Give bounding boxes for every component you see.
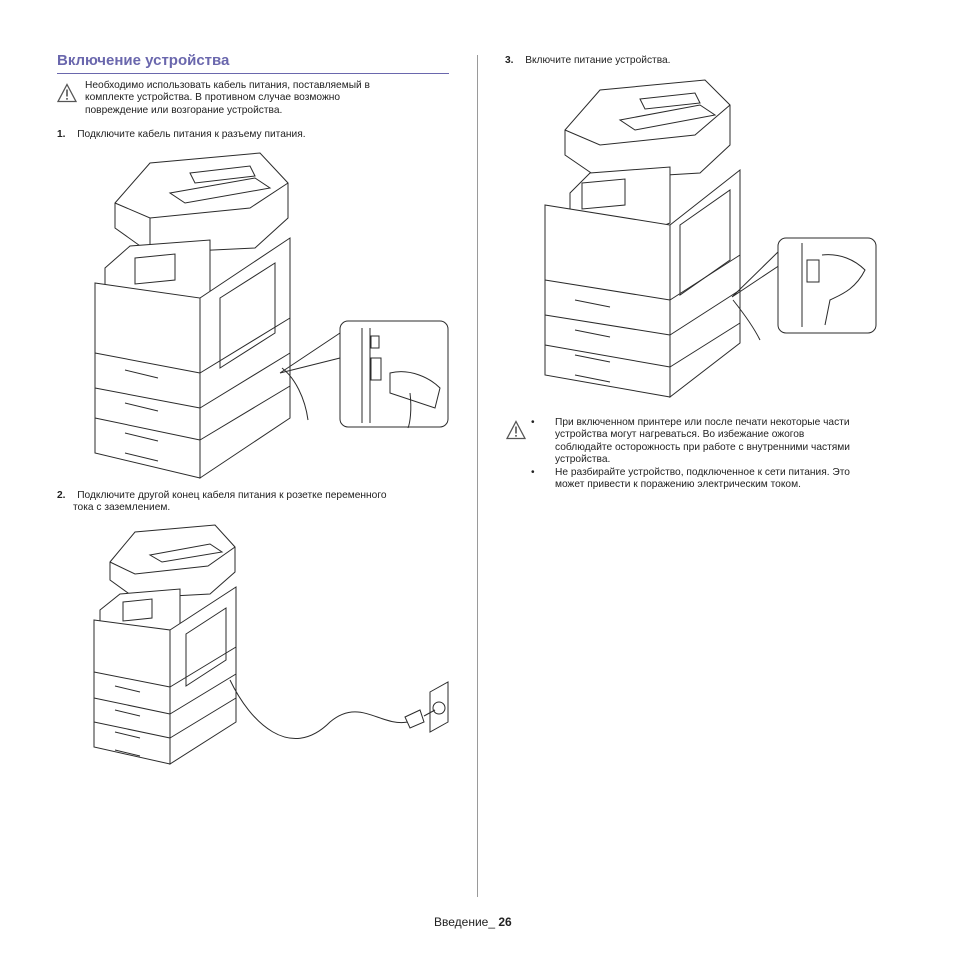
- caution-line: может привести к поражению электрическим…: [555, 479, 801, 491]
- warning-triangle-icon: [506, 420, 526, 440]
- caution-top: Необходимо использовать кабель питания, …: [85, 80, 370, 117]
- caution-bottom: • При включенном принтере или после печа…: [531, 417, 911, 491]
- list-item: • При включенном принтере или после печа…: [531, 417, 911, 467]
- step-1: 1. Подключите кабель питания к разъему п…: [57, 129, 306, 141]
- step-number: 1.: [57, 129, 66, 140]
- warning-triangle-icon: [57, 83, 77, 103]
- title-rule: [57, 73, 449, 74]
- step-number: 2.: [57, 490, 66, 501]
- caution-line: повреждение или возгорание устройства.: [85, 104, 283, 116]
- step-text: Подключите другой конец кабеля питания к…: [77, 490, 387, 501]
- caution-line: Необходимо использовать кабель питания, …: [85, 80, 370, 91]
- step-text: тока с заземлением.: [73, 502, 171, 514]
- caution-line: При включенном принтере или после печати…: [555, 417, 850, 428]
- step-text: Включите питание устройства.: [525, 55, 671, 66]
- illustration-connect-outlet: [93, 524, 449, 765]
- step-number: 3.: [505, 55, 514, 66]
- caution-line: устройства могут нагреваться. Во избежан…: [555, 429, 805, 441]
- caution-line: соблюдайте осторожность при работе с вну…: [555, 441, 850, 453]
- section-title: Включение устройства: [57, 52, 230, 69]
- step-3: 3. Включите питание устройства.: [505, 55, 671, 67]
- illustration-connect-power-cable: [94, 152, 449, 479]
- bullet: •: [531, 466, 535, 478]
- caution-line: устройства.: [555, 454, 611, 466]
- footer-label: Введение_: [434, 915, 496, 929]
- bullet: •: [531, 417, 535, 428]
- caution-line: комплекте устройства. В противном случае…: [85, 92, 341, 104]
- page-footer: Введение_ 26: [434, 915, 512, 929]
- page-number: 26: [498, 915, 512, 929]
- caution-line: Не разбирайте устройство, подключенное к…: [555, 466, 850, 478]
- step-text: Подключите кабель питания к разъему пита…: [77, 129, 306, 140]
- illustration-power-switch: [544, 79, 877, 399]
- step-2: 2. Подключите другой конец кабеля питани…: [57, 490, 387, 515]
- column-divider: [477, 55, 478, 897]
- list-item: • Не разбирайте устройство, подключенное…: [531, 467, 911, 492]
